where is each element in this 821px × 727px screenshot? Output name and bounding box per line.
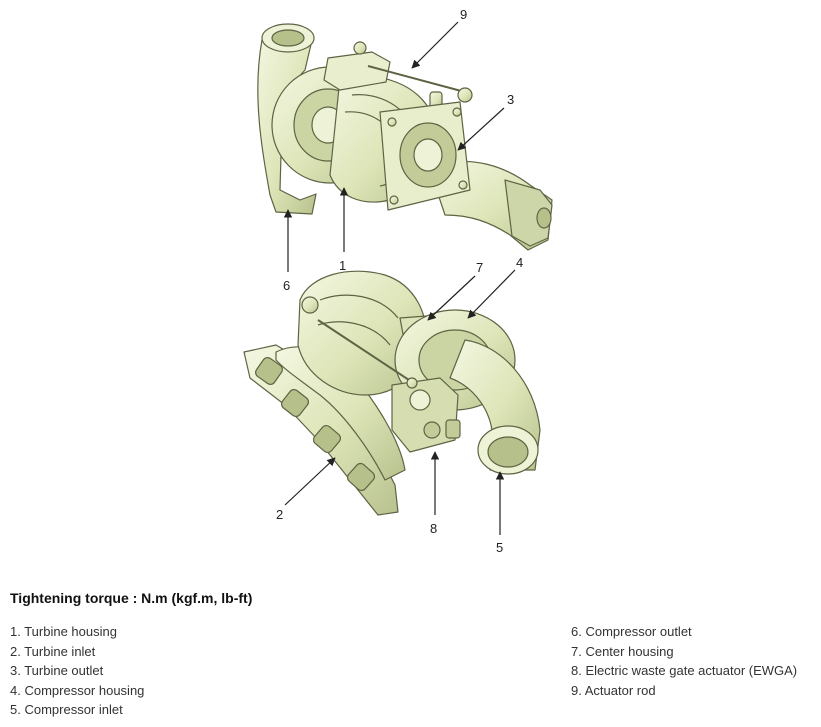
callout-7: 7 <box>476 260 483 275</box>
legend-item: 9. Actuator rod <box>571 682 656 698</box>
callout-6: 6 <box>283 278 290 293</box>
callout-leaders <box>283 21 516 535</box>
leader-2 <box>284 457 336 506</box>
legend-item: 3. Turbine outlet <box>10 663 104 678</box>
torque-heading: Tightening torque : N.m (kgf.m, lb-ft) <box>10 590 253 606</box>
callout-1: 1 <box>339 258 346 273</box>
legend-item: 5. Compressor inlet <box>10 702 123 717</box>
turbocharger-diagram: 1 2 3 4 5 6 7 8 9 <box>243 7 553 555</box>
legend-item: 1. Turbine housing <box>10 624 117 639</box>
leader-3 <box>457 107 505 151</box>
callout-9: 9 <box>460 7 467 22</box>
legend-item: 4. Compressor housing <box>10 682 145 698</box>
legend-left: 1. Turbine housing 2. Turbine inlet 3. T… <box>10 622 144 720</box>
callout-4: 4 <box>516 255 523 270</box>
legend-item: 6. Compressor outlet <box>571 624 692 639</box>
turbocharger-bottom-view <box>243 270 541 516</box>
legend-item: 2. Turbine inlet <box>10 643 96 659</box>
legend-item: 7. Center housing <box>571 643 674 659</box>
leader-4 <box>467 269 516 319</box>
turbocharger-top-view <box>257 23 553 251</box>
callout-8: 8 <box>430 521 437 536</box>
callout-5: 5 <box>496 540 503 555</box>
legend-right: 6. Compressor outlet 7. Center housing 8… <box>571 622 797 700</box>
leader-7 <box>427 275 476 321</box>
callout-2: 2 <box>276 507 283 522</box>
callout-labels: 1 2 3 4 5 6 7 8 9 <box>276 7 523 555</box>
legend-item: 8. Electric waste gate actuator (EWGA) <box>571 663 798 678</box>
leader-9 <box>411 21 459 69</box>
callout-3: 3 <box>507 92 514 107</box>
